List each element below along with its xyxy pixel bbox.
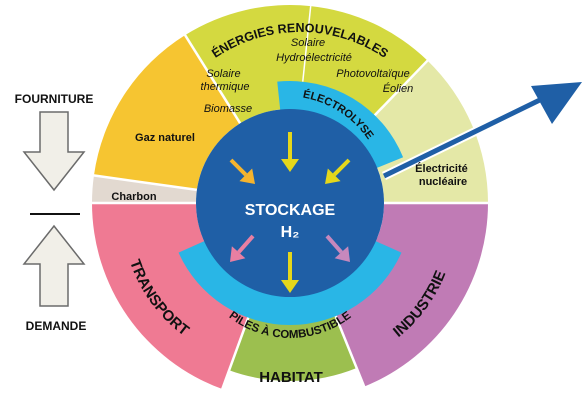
supply-arrow <box>22 111 86 192</box>
label-solar-thermal: Solaire thermique <box>201 68 250 93</box>
arrow-from-nuclear-shaft <box>332 158 351 177</box>
export-arrow-line <box>382 93 550 179</box>
arrow-to-industry-shaft <box>325 234 343 254</box>
renewables-divider <box>302 6 312 82</box>
arrow-down-top-head <box>281 159 299 172</box>
storage-title: STOCKAGE <box>245 202 336 219</box>
label-wind: Éolien <box>383 82 414 95</box>
habitat-label: HABITAT <box>259 369 323 386</box>
wedge-industry <box>325 203 488 387</box>
label-hydro: Hydroélectricité <box>276 52 352 64</box>
wedge-gas <box>93 35 241 190</box>
ring-fuel-cells <box>178 240 402 325</box>
label-photovoltaic: Photovoltaïque <box>336 68 409 80</box>
wedge-nuclear <box>355 60 488 203</box>
export-arrow <box>382 82 582 181</box>
export-arrow-head <box>531 82 582 124</box>
wedge-separators <box>88 6 492 394</box>
supply-label: FOURNITURE <box>15 92 94 106</box>
wedge-separator <box>181 31 242 124</box>
label-gas: Gaz naturel <box>135 132 195 144</box>
wedge-transport <box>92 203 258 390</box>
label-solar: Solaire <box>291 37 325 49</box>
flow-arrows <box>229 132 351 293</box>
demand-arrow <box>22 224 86 307</box>
arrow-from-gas-shaft <box>229 158 248 177</box>
arrow-down-bottom-head <box>281 280 299 293</box>
arrow-to-transport-head <box>230 246 246 262</box>
storage-h2: H₂ <box>281 224 300 241</box>
arrow-to-transport-shaft <box>237 234 255 254</box>
arrow-from-nuclear-head <box>325 168 341 184</box>
arrow-from-gas-head <box>239 168 255 184</box>
demand-label: DEMANDE <box>26 319 87 333</box>
wedge-coal <box>92 175 197 203</box>
arrow-to-industry-head <box>334 246 350 262</box>
label-coal: Charbon <box>111 191 157 203</box>
label-nuclear: Électricité nucléaire <box>415 162 471 188</box>
wedge-separator <box>89 173 198 192</box>
wedge-renewables <box>185 5 428 136</box>
label-biomass: Biomasse <box>204 103 252 115</box>
